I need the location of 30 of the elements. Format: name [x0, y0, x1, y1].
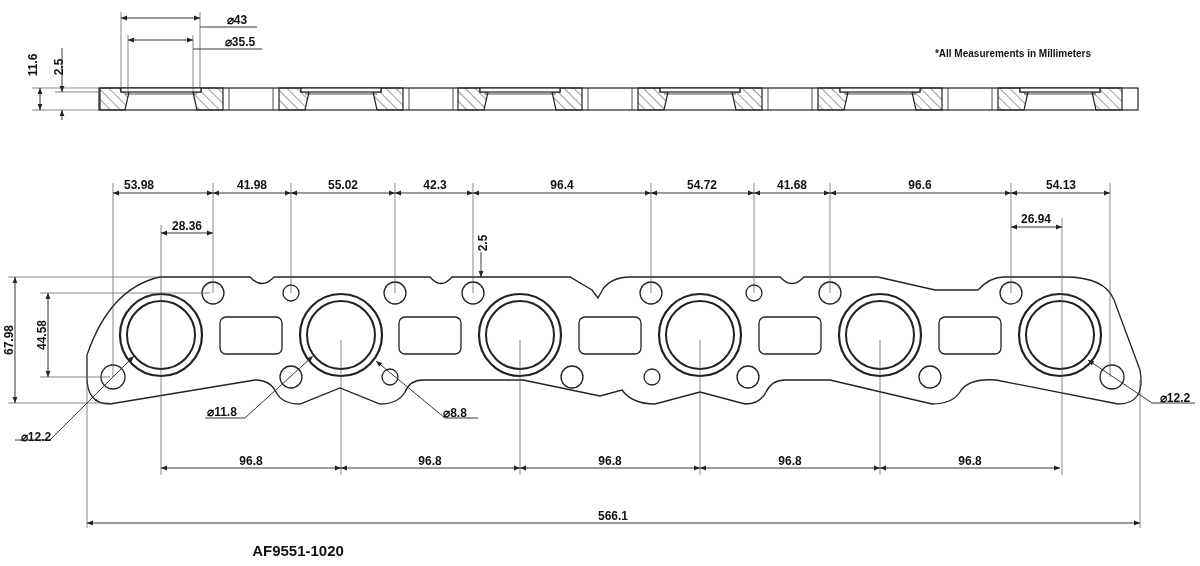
- dimension-label: ⌀8.8: [442, 407, 468, 419]
- dimension-label: 96.8: [597, 455, 623, 467]
- dimension-label: ⌀35.5: [223, 36, 257, 48]
- dimension-label: 11.6: [27, 52, 39, 78]
- dimension-label: 2.5: [477, 233, 489, 253]
- part-number: AF9551-1020: [251, 542, 345, 558]
- dimension-label: 2.5: [53, 57, 65, 77]
- dimension-label: 44.58: [36, 319, 48, 351]
- dimension-label: ⌀12.2: [19, 431, 53, 443]
- dimension-label: 28.36: [171, 220, 203, 232]
- dimension-label: 96.4: [549, 179, 575, 191]
- dimension-label: 54.72: [686, 179, 718, 191]
- dimension-label: ⌀11.8: [206, 406, 238, 418]
- dimension-label: 96.8: [957, 455, 983, 467]
- note-text: *All Measurements in Millimeters: [933, 49, 1093, 59]
- dimension-label: 96.8: [777, 455, 803, 467]
- dimension-label: ⌀43: [225, 14, 249, 26]
- dimension-label: 67.98: [3, 324, 15, 356]
- dimension-label: 96.8: [238, 455, 264, 467]
- dimension-label: 42.3: [422, 179, 448, 191]
- dimension-label: 96.6: [907, 179, 933, 191]
- dimension-label: 53.98: [123, 179, 155, 191]
- dimension-label: 41.98: [236, 179, 268, 191]
- dimension-label: 41.68: [776, 179, 808, 191]
- dimension-label: 566.1: [597, 510, 629, 522]
- dimension-label: 26.94: [1020, 213, 1052, 225]
- dimension-label: 96.8: [417, 455, 443, 467]
- dimension-label: 54.13: [1045, 179, 1077, 191]
- dimension-label: 55.02: [327, 179, 359, 191]
- dimension-label: ⌀12.2: [1158, 392, 1192, 404]
